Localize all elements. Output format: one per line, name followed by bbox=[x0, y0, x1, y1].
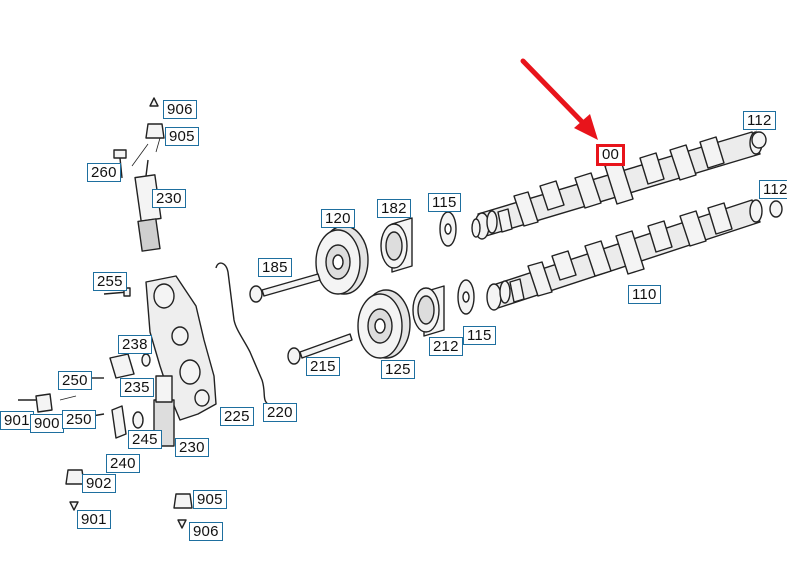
part-label-250: 250 bbox=[58, 371, 92, 390]
part-label-185: 185 bbox=[258, 258, 292, 277]
part-label-212: 212 bbox=[429, 337, 463, 356]
trigger-wheels-drawing bbox=[380, 217, 445, 337]
red-arrow bbox=[520, 58, 598, 140]
part-label-250: 250 bbox=[62, 410, 96, 429]
part-label-260: 260 bbox=[87, 163, 121, 182]
part-label-110: 110 bbox=[628, 285, 661, 304]
part-label-115: 115 bbox=[428, 193, 461, 212]
part-label-905: 905 bbox=[193, 490, 227, 509]
part-label-230: 230 bbox=[175, 438, 209, 457]
part-label-901: 901 bbox=[0, 411, 34, 430]
part-label-115: 115 bbox=[463, 326, 496, 345]
part-label-902: 902 bbox=[82, 474, 116, 493]
part-label-112: 112 bbox=[759, 180, 787, 199]
part-label-215: 215 bbox=[306, 357, 340, 376]
part-label-220: 220 bbox=[263, 403, 297, 422]
small-parts-drawing bbox=[18, 97, 193, 529]
part-label-240: 240 bbox=[106, 454, 140, 473]
solenoid-upper-drawing bbox=[134, 159, 162, 252]
part-label-255: 255 bbox=[93, 272, 127, 291]
part-label-906: 906 bbox=[163, 100, 197, 119]
part-label-900: 900 bbox=[30, 414, 64, 433]
bolts-drawing bbox=[249, 273, 353, 365]
part-label-235: 235 bbox=[120, 378, 154, 397]
part-label-100-highlighted: 00 bbox=[596, 144, 626, 166]
part-label-230: 230 bbox=[152, 189, 186, 208]
gasket-drawing bbox=[215, 262, 269, 405]
part-label-112: 112 bbox=[743, 111, 776, 130]
part-label-238: 238 bbox=[118, 335, 152, 354]
washers-drawing bbox=[439, 211, 475, 315]
part-label-182: 182 bbox=[377, 199, 411, 218]
part-label-245: 245 bbox=[128, 430, 162, 449]
camshaft-lower-drawing bbox=[486, 199, 783, 311]
part-label-905: 905 bbox=[165, 127, 199, 146]
solenoid-lower-drawing bbox=[153, 375, 175, 447]
part-label-901: 901 bbox=[77, 510, 111, 529]
part-label-120: 120 bbox=[321, 209, 355, 228]
camshaft-adjusters-drawing bbox=[315, 225, 411, 359]
part-label-906: 906 bbox=[189, 522, 223, 541]
housing-drawing bbox=[145, 275, 217, 421]
part-label-225: 225 bbox=[220, 407, 254, 426]
part-label-125: 125 bbox=[381, 360, 415, 379]
